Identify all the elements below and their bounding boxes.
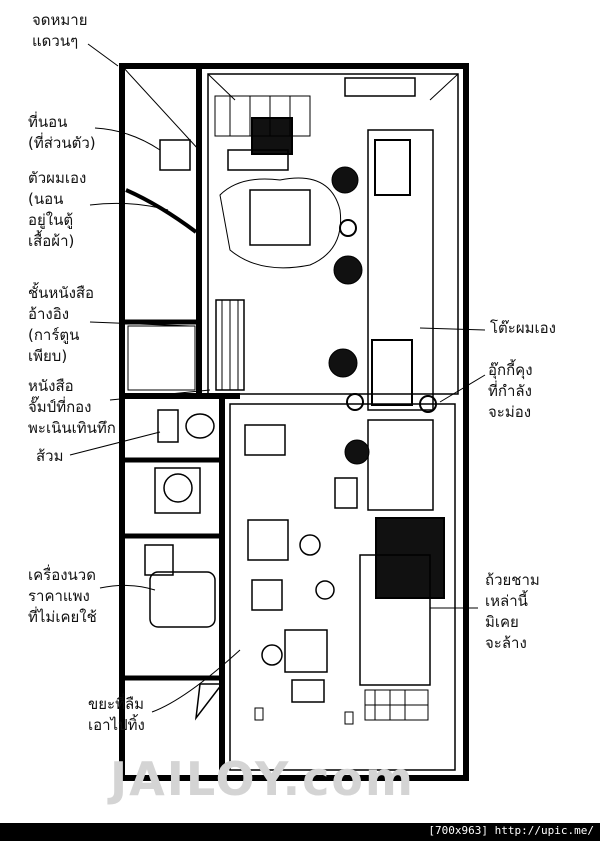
label-my-desk: โต๊ะผมเอง <box>490 318 556 339</box>
label-line: ราคาแพง <box>28 587 90 605</box>
label-me-closet: ตัวผมเอง (นอน อยู่ในตู้ เสื้อผ้า) <box>28 168 86 252</box>
label-line: มิเคย <box>485 613 519 631</box>
label-line: (นอน <box>28 190 64 208</box>
outer-wall <box>119 63 469 781</box>
label-assistant: อุ๊กกี้คุง ที่กำลัง จะม่อง <box>488 360 533 423</box>
label-line: ถ้วยชาม <box>485 571 540 589</box>
label-line: ที่นอน <box>28 113 68 131</box>
label-line: ชั้นหนังสือ <box>28 284 95 302</box>
label-line: อุ๊กกี้คุง <box>488 361 533 379</box>
label-line: จะล้าง <box>485 634 527 652</box>
label-dishes: ถ้วยชาม เหล่านี้ มิเคย จะล้าง <box>485 570 540 654</box>
label-bookshelf: ชั้นหนังสือ อ้างอิง (การ์ตูน เพียบ) <box>28 283 94 367</box>
label-line: โต๊ะผมเอง <box>490 319 556 337</box>
label-line: แดวนๆ <box>32 32 79 50</box>
label-line: เครื่องนวด <box>28 566 96 584</box>
footer-text: [700x963] http://upic.me/ <box>428 824 594 837</box>
label-line: หนังสือ <box>28 377 74 395</box>
label-toilet: ส้วม <box>36 446 63 467</box>
label-line: (ที่ส่วนตัว) <box>28 134 96 152</box>
label-line: (การ์ตูน <box>28 326 80 344</box>
label-line: ที่ไม่เคยใช้ <box>28 608 97 626</box>
label-line: ขยะที่ลืม <box>88 695 145 713</box>
footer-bar: [700x963] http://upic.me/ <box>0 823 600 841</box>
label-line: พะเนินเทินทึก <box>28 419 116 437</box>
label-line: เหล่านี้ <box>485 592 528 610</box>
label-line: จะม่อง <box>488 403 532 421</box>
label-line: เสื้อผ้า) <box>28 232 75 250</box>
label-line: ตัวผมเอง <box>28 169 87 187</box>
label-line: อ้างอิง <box>28 305 70 323</box>
label-line: ที่กำลัง <box>488 382 532 400</box>
label-line: เอาไปทิ้ง <box>88 716 145 734</box>
label-trash: ขยะที่ลืม เอาไปทิ้ง <box>88 694 145 736</box>
watermark: JAILOY.com <box>110 752 415 806</box>
label-massager: เครื่องนวด ราคาแพง ที่ไม่เคยใช้ <box>28 565 97 628</box>
label-line: ส้วม <box>36 447 64 465</box>
label-bed: ที่นอน (ที่ส่วนตัว) <box>28 112 96 154</box>
label-line: อยู่ในตู้ <box>28 211 74 229</box>
label-books-pile: หนังสือ จั๊มป์ที่กอง พะเนินเทินทึก <box>28 376 116 439</box>
label-line: เพียบ) <box>28 347 68 365</box>
label-line: จดหมาย <box>32 11 88 29</box>
label-line: จั๊มป์ที่กอง <box>28 398 92 416</box>
label-letters: จดหมาย แดวนๆ <box>32 10 88 52</box>
